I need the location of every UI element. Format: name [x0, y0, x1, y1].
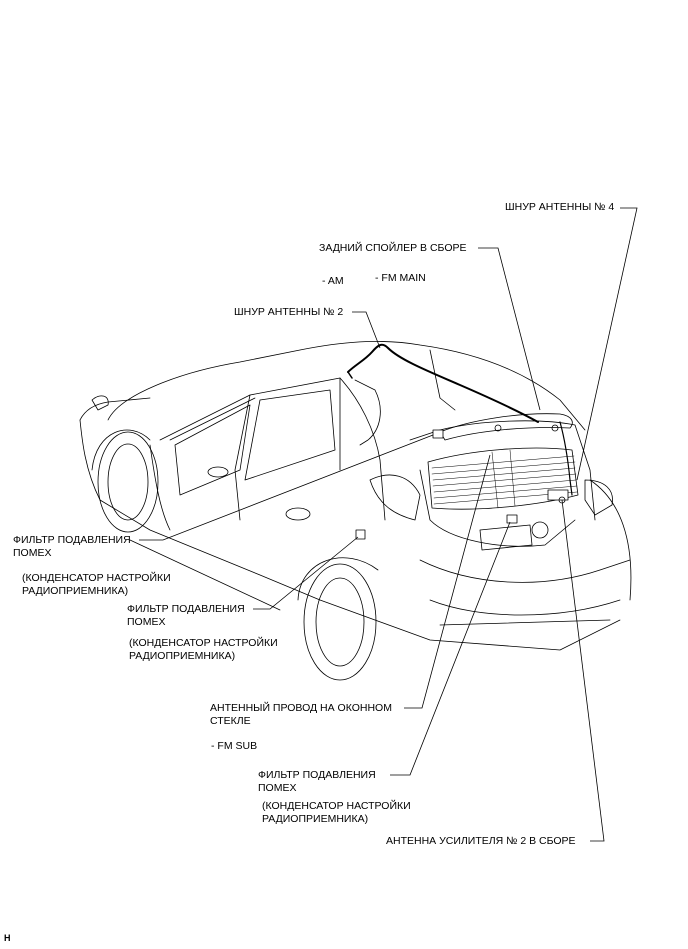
leader-glass-antenna — [404, 454, 491, 709]
label-fm-main: - FM MAIN — [375, 272, 426, 284]
label-glass-antenna: АНТЕННЫЙ ПРОВОД НА ОКОННОМ СТЕКЛЕ — [210, 702, 392, 727]
roof-outline — [107, 341, 586, 431]
rear-window — [427, 447, 579, 510]
antenna-cord-2 — [347, 343, 539, 423]
leader-antenna-cord-4 — [576, 207, 638, 481]
front-wheel — [97, 431, 159, 533]
rear-spoiler — [439, 413, 573, 441]
label-rear-spoiler: ЗАДНИЙ СПОЙЛЕР В СБОРЕ — [319, 242, 467, 254]
label-antenna-cord-4: ШНУР АНТЕННЫ № 4 — [505, 201, 615, 213]
rear-hatch — [409, 420, 596, 521]
label-noise-filter-2: ФИЛЬТР ПОДАВЛЕНИЯ ПОМЕХ — [127, 603, 245, 628]
noise-filter-2 — [355, 529, 366, 540]
corner-code: H — [4, 933, 11, 943]
amplifier-antenna — [547, 489, 569, 501]
label-capacitor-1: (КОНДЕНСАТОР НАСТРОЙКИ РАДИОПРИЕМНИКА) — [22, 572, 171, 597]
label-fm-sub: - FM SUB — [211, 740, 258, 752]
noise-filter-1 — [432, 429, 444, 439]
rocker-line — [129, 539, 281, 611]
noise-filter-3 — [506, 514, 518, 524]
label-noise-filter-1: ФИЛЬТР ПОДАВЛЕНИЯ ПОМЕХ — [13, 534, 131, 559]
hood-line — [79, 419, 101, 501]
label-capacitor-2: (КОНДЕНСАТОР НАСТРОЙКИ РАДИОПРИЕМНИКА) — [129, 637, 278, 662]
body-side-line — [99, 499, 621, 651]
body-top-line — [79, 397, 151, 421]
label-antenna-cord-2: ШНУР АНТЕННЫ № 2 — [234, 306, 344, 318]
leader-antenna-cord-2 — [352, 311, 381, 349]
label-am: - AM — [322, 275, 344, 287]
leader-filter-1 — [139, 434, 434, 541]
leader-filter-2 — [253, 536, 359, 610]
leader-amplifier-antenna — [561, 499, 605, 842]
rear-wheel — [303, 563, 377, 681]
label-capacitor-3: (КОНДЕНСАТОР НАСТРОЙКИ РАДИОПРИЕМНИКА) — [262, 800, 411, 825]
label-amplifier-antenna: АНТЕННА УСИЛИТЕЛЯ № 2 В СБОРЕ — [386, 835, 576, 847]
antenna-cord-4 — [559, 421, 573, 496]
leader-rear-spoiler — [478, 247, 541, 411]
rear-bumper — [419, 559, 631, 583]
leader-filter-3 — [390, 521, 511, 776]
label-noise-filter-3: ФИЛЬТР ПОДАВЛЕНИЯ ПОМЕХ — [258, 769, 376, 794]
